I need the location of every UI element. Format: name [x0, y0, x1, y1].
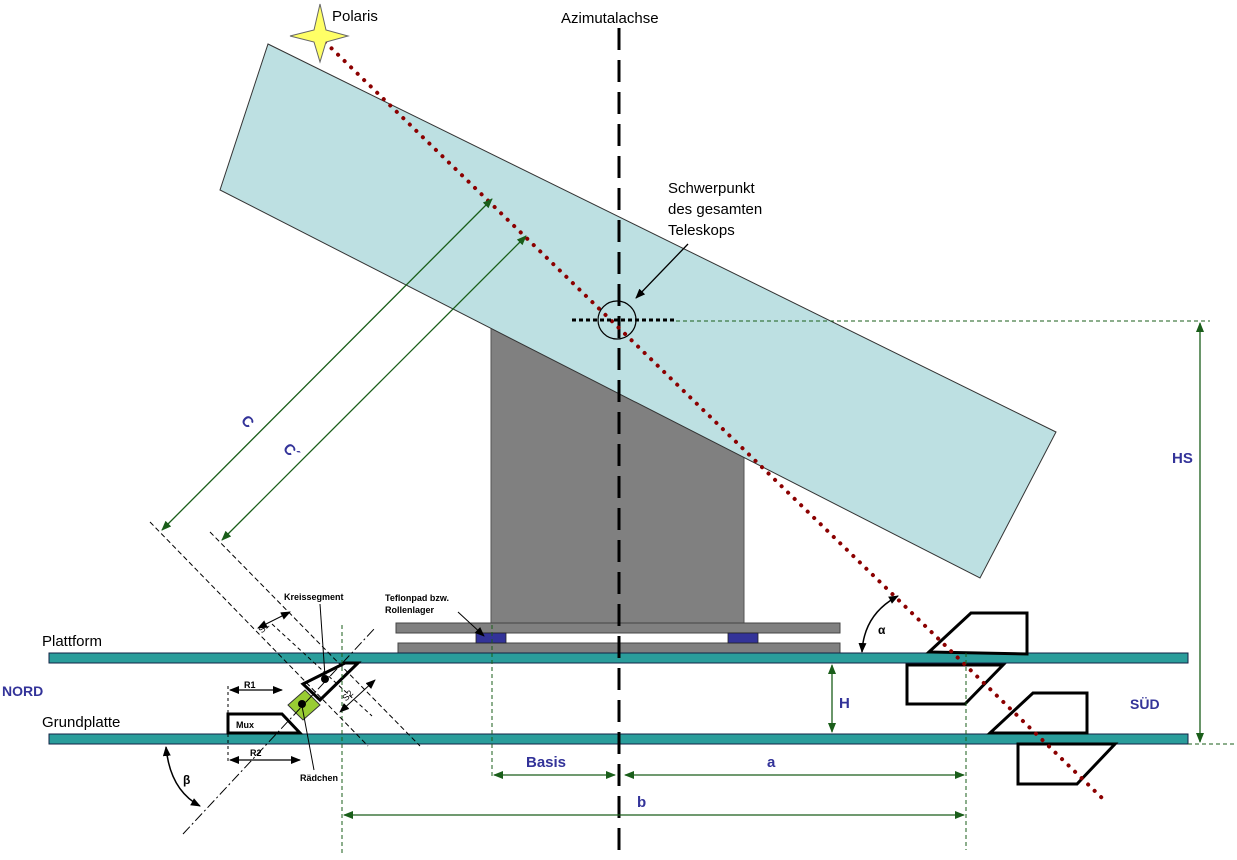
cog-arrow [635, 243, 689, 299]
a-label: a [767, 754, 776, 771]
c-prime-label: C´ [279, 440, 302, 463]
c-dimension [161, 198, 493, 531]
mux-label: Mux [236, 720, 254, 730]
teflon-label-line1: Teflonpad bzw. [385, 593, 449, 603]
base-plate-label: Grundplatte [42, 714, 120, 731]
south-label: SÜD [1130, 696, 1160, 712]
alpha-label: α [878, 623, 886, 637]
h-label: H [839, 695, 850, 712]
polaris-star-icon [289, 3, 350, 64]
beta-arc [162, 746, 201, 807]
circle-segment-label: Kreissegment [284, 592, 344, 602]
s1-dimension [257, 611, 291, 629]
s2-dimension [339, 679, 376, 713]
south-segment-4 [1016, 742, 1119, 786]
c-label: C [237, 412, 257, 432]
c-reference-line [149, 521, 369, 747]
telescope-tube [219, 43, 1057, 579]
c-prime-reference-line [209, 531, 421, 747]
basis-label: Basis [526, 754, 566, 771]
teflon-pad-right [727, 632, 759, 644]
c-prime-dimension [221, 235, 527, 541]
teflon-pointer [457, 611, 485, 637]
cog-label-line3: Teleskops [668, 222, 735, 239]
circle-segment-block [300, 661, 362, 703]
platform-label: Plattform [42, 633, 102, 650]
r2-label: R2 [250, 748, 262, 758]
polar-axis-line [323, 40, 1104, 800]
wheel-label: Rädchen [300, 773, 338, 783]
r1-label: R1 [244, 680, 256, 690]
b-label: b [637, 794, 646, 811]
wheel-pivot [298, 700, 306, 708]
azimuth-axis-label: Azimutalachse [561, 10, 659, 27]
beta-label: β [183, 773, 190, 787]
south-segment-2 [905, 663, 1007, 706]
bearing-axis-dashdot [182, 627, 376, 835]
north-label: NORD [2, 683, 43, 699]
polaris-label: Polaris [332, 8, 378, 25]
wheel-pointer [301, 705, 315, 771]
hs-label: HS [1172, 450, 1193, 467]
cog-label-line2: des gesamten [668, 201, 762, 218]
south-segment-3 [986, 691, 1089, 735]
alpha-arc [858, 595, 899, 653]
circle-segment-pointer [319, 603, 326, 677]
s2-label: S2 [340, 688, 355, 703]
teflon-pad-left [475, 632, 507, 644]
circle-segment-pivot [321, 675, 329, 683]
teflon-label-line2: Rollenlager [385, 605, 435, 615]
south-segment-1 [925, 611, 1029, 656]
cog-label-line1: Schwerpunkt [668, 180, 756, 197]
